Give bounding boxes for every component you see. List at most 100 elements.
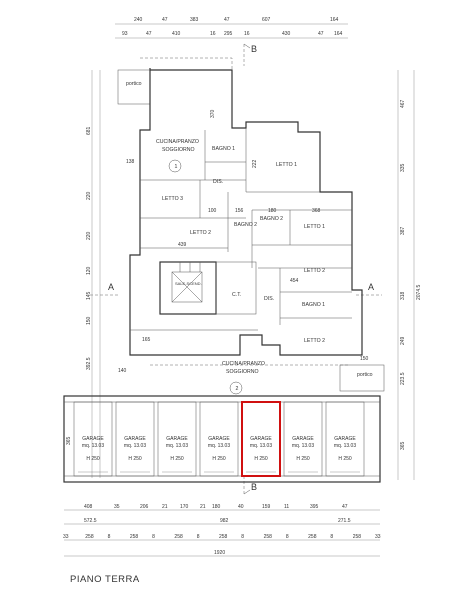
section-mark-a-right: A xyxy=(356,282,382,295)
dim-top2-2: 47 xyxy=(146,31,152,37)
dim-bottom-row3: 33 xyxy=(63,534,69,540)
room-dis-1: DIS. xyxy=(213,179,223,185)
dim-bottom-row3: 258 xyxy=(353,534,362,540)
room-cucina-2: CUCINA/PRANZO xyxy=(222,361,265,367)
room-bagno1-u2: BAGNO 1 xyxy=(302,302,325,308)
svg-text:408: 408 xyxy=(84,504,93,510)
room-letto2b-u2: LETTO 2 xyxy=(304,338,325,344)
svg-text:159: 159 xyxy=(262,504,271,510)
dim-left-4: 120 xyxy=(86,266,92,275)
room-bagno2-u2: BAGNO 2 xyxy=(260,216,283,222)
garage-name: GARAGE xyxy=(292,436,314,442)
garage-unit: GARAGEmq. 13.03H 250 xyxy=(158,402,196,476)
dim-top-1: 240 xyxy=(134,17,143,23)
svg-text:100: 100 xyxy=(208,208,217,214)
dim-top-5: 607 xyxy=(262,17,271,23)
dim-right-4: 318 xyxy=(400,291,406,300)
svg-text:156: 156 xyxy=(235,208,244,214)
dim-bottom-row3: 258 xyxy=(308,534,317,540)
garage-name: GARAGE xyxy=(124,436,146,442)
dim-top-2: 47 xyxy=(162,17,168,23)
garage-height: H 250 xyxy=(86,456,100,462)
dim-bottom-row3: 258 xyxy=(130,534,139,540)
dim-bottom-row3: 258 xyxy=(85,534,94,540)
dim-left-2: 220 xyxy=(86,191,92,200)
dim-top2-5: 295 xyxy=(224,31,233,37)
dim-bottom-total: 1920 xyxy=(214,550,225,556)
dim-right-7: 365 xyxy=(400,441,406,450)
svg-text:21: 21 xyxy=(200,504,206,510)
svg-text:B: B xyxy=(251,482,257,492)
right-dimension-lines: 467 335 387 318 249 223.5 365 2074.5 xyxy=(398,70,422,480)
dim-top2-9: 164 xyxy=(334,31,343,37)
garage-name: GARAGE xyxy=(82,436,104,442)
room-stair: SALE-SCEND. xyxy=(175,281,202,286)
room-cucina-1: CUCINA/PRANZO xyxy=(156,139,199,145)
garage-name: GARAGE xyxy=(208,436,230,442)
garage-area: mq. 13.03 xyxy=(82,443,104,449)
garage-unit: GARAGEmq. 13.03H 250 xyxy=(200,402,238,476)
dim-left-1: 681 xyxy=(86,126,92,135)
room-labels: portico CUCINA/PRANZO SOGGIORNO BAGNO 1 … xyxy=(126,81,373,378)
svg-text:180: 180 xyxy=(268,208,277,214)
room-bagno1-u1: BAGNO 1 xyxy=(212,146,235,152)
dim-bottom-row3: 33 xyxy=(375,534,381,540)
garage-unit: GARAGEmq. 13.03H 250 xyxy=(116,402,154,476)
dim-bottom-row3: 258 xyxy=(264,534,273,540)
garage-unit: GARAGEmq. 13.03H 250 xyxy=(284,402,322,476)
room-soggiorno-1: SOGGIORNO xyxy=(162,147,195,153)
svg-text:140: 140 xyxy=(118,368,127,374)
dim-bottom-row3: 8 xyxy=(197,534,200,540)
svg-text:368: 368 xyxy=(312,208,321,214)
dim-right-1: 467 xyxy=(400,99,406,108)
dim-top2-7: 430 xyxy=(282,31,291,37)
dim-left-8: 365 xyxy=(66,436,72,445)
portico-se-area xyxy=(340,365,384,391)
dim-right-2: 335 xyxy=(400,163,406,172)
garage-area: mq. 13.03 xyxy=(124,443,146,449)
unit-1-label: 1 xyxy=(175,164,178,170)
garage-name: GARAGE xyxy=(334,436,356,442)
garage-height: H 250 xyxy=(254,456,268,462)
dim-bottom-row3: 8 xyxy=(152,534,155,540)
dim-bottom-row3: 258 xyxy=(174,534,183,540)
garage-height: H 250 xyxy=(296,456,310,462)
dim-bottom-row3: 8 xyxy=(286,534,289,540)
garage-block: GARAGEmq. 13.03H 250GARAGEmq. 13.03H 250… xyxy=(64,396,380,482)
room-letto2-u1: LETTO 2 xyxy=(190,230,211,236)
svg-text:138: 138 xyxy=(126,159,135,165)
dim-top2-4: 16 xyxy=(210,31,216,37)
garage-area: mq. 13.03 xyxy=(250,443,272,449)
svg-text:35: 35 xyxy=(114,504,120,510)
dim-top2-1: 93 xyxy=(122,31,128,37)
svg-text:454: 454 xyxy=(290,278,299,284)
top-dimension-lines: 240 47 383 47 607 164 93 47 410 16 295 1… xyxy=(115,17,348,38)
room-soggiorno-2: SOGGIORNO xyxy=(226,369,259,375)
room-bagno2-u1: BAGNO 2 xyxy=(234,222,257,228)
svg-text:395: 395 xyxy=(310,504,319,510)
room-letto2-u2: LETTO 2 xyxy=(304,268,325,274)
dim-left-3: 220 xyxy=(86,231,92,240)
svg-text:370: 370 xyxy=(210,109,216,118)
garage-name: GARAGE xyxy=(250,436,272,442)
svg-text:11: 11 xyxy=(284,504,289,510)
left-dimension-lines: 681 220 220 120 145 150 392.5 365 xyxy=(66,70,100,478)
svg-text:206: 206 xyxy=(140,504,149,510)
plan-title: PIANO TERRA xyxy=(70,574,140,585)
garage-unit: GARAGEmq. 13.03 H 250 xyxy=(242,402,280,476)
svg-text:21: 21 xyxy=(162,504,168,510)
dim-left-6: 150 xyxy=(86,316,92,325)
garage-area: mq. 13.03 xyxy=(166,443,188,449)
dim-bottom-row3: 8 xyxy=(108,534,111,540)
dim-top2-6: 16 xyxy=(244,31,250,37)
dim-bottom-row3: 8 xyxy=(241,534,244,540)
bottom-dimension-lines: 408 35 206 21 170 21 180 40 159 11 395 4… xyxy=(63,504,381,556)
dim-right-total: 2074.5 xyxy=(416,284,422,300)
room-letto1-u2: LETTO 1 xyxy=(304,224,325,230)
room-letto3: LETTO 3 xyxy=(162,196,183,202)
garage-area: mq. 13.03 xyxy=(208,443,230,449)
svg-text:B: B xyxy=(251,44,257,54)
garage-unit: GARAGEmq. 13.03 H 250 xyxy=(74,402,112,476)
section-mark-b-bottom: B xyxy=(244,476,257,494)
portico-nw-area xyxy=(118,70,150,104)
